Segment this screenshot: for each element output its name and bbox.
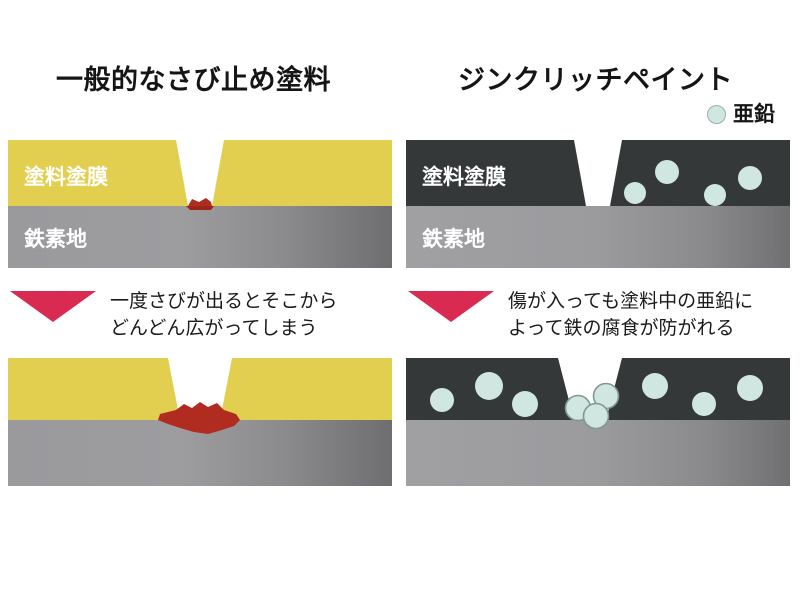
zinc-particle-in-gap	[582, 402, 610, 430]
panel-top-left-conventional-initial: 塗料塗膜 鉄素地	[8, 140, 392, 268]
steel-base-label: 鉄素地	[24, 227, 87, 251]
rust-blob	[158, 402, 240, 434]
zinc-particle	[624, 182, 646, 204]
zinc-particle	[704, 184, 726, 206]
paint-film-layer	[610, 140, 790, 206]
left-column-title: 一般的なさび止め塗料	[56, 65, 331, 96]
zinc-particle-circle-icon	[707, 105, 726, 124]
rust-spot	[188, 198, 212, 206]
steel-base-label: 鉄素地	[422, 227, 485, 251]
paint-film-layer	[8, 358, 180, 420]
down-triangle-icon	[408, 291, 494, 322]
rust-spot	[186, 206, 214, 210]
paint-film-layer	[212, 140, 392, 206]
down-triangle-icon	[10, 291, 96, 322]
paint-film-label: 塗料塗膜	[24, 165, 108, 189]
panel-bottom-right-zincrich-aged	[406, 358, 790, 486]
legend-label: 亜鉛	[733, 102, 775, 126]
zinc-particle	[642, 373, 668, 399]
left-caption: 一度さびが出るとそこから どんどん広がってしまう	[10, 288, 337, 342]
zinc-particle	[655, 160, 679, 184]
zinc-particle	[737, 375, 763, 401]
left-caption-line2: どんどん広がってしまう	[110, 316, 318, 339]
right-caption-line2: よって鉄の腐食が防がれる	[508, 316, 735, 339]
steel-layer	[406, 420, 790, 486]
panel-top-right-zincrich-initial: 塗料塗膜 鉄素地	[406, 140, 790, 268]
right-caption-text: 傷が入っても塗料中の亜鉛に よって鉄の腐食が防がれる	[508, 288, 753, 342]
paint-film-label: 塗料塗膜	[422, 165, 506, 189]
steel-layer	[406, 206, 790, 268]
zinc-particle	[738, 166, 762, 190]
paint-film-layer	[220, 358, 392, 420]
zinc-particle	[475, 372, 503, 400]
paint-film-layer	[406, 140, 586, 206]
left-caption-line1: 一度さびが出るとそこから	[110, 290, 338, 312]
zinc-particle	[512, 391, 538, 417]
paint-film-layer	[8, 140, 188, 206]
right-caption-line1: 傷が入っても塗料中の亜鉛に	[508, 290, 754, 312]
left-caption-text: 一度さびが出るとそこから どんどん広がってしまう	[110, 288, 337, 342]
legend: 亜鉛	[707, 104, 775, 125]
right-caption: 傷が入っても塗料中の亜鉛に よって鉄の腐食が防がれる	[408, 288, 753, 342]
right-column-title: ジンクリッチペイント	[458, 65, 733, 96]
zinc-particle	[430, 388, 454, 412]
panel-bottom-left-conventional-aged	[8, 358, 392, 486]
steel-layer	[8, 206, 392, 268]
zinc-particle	[692, 392, 716, 416]
